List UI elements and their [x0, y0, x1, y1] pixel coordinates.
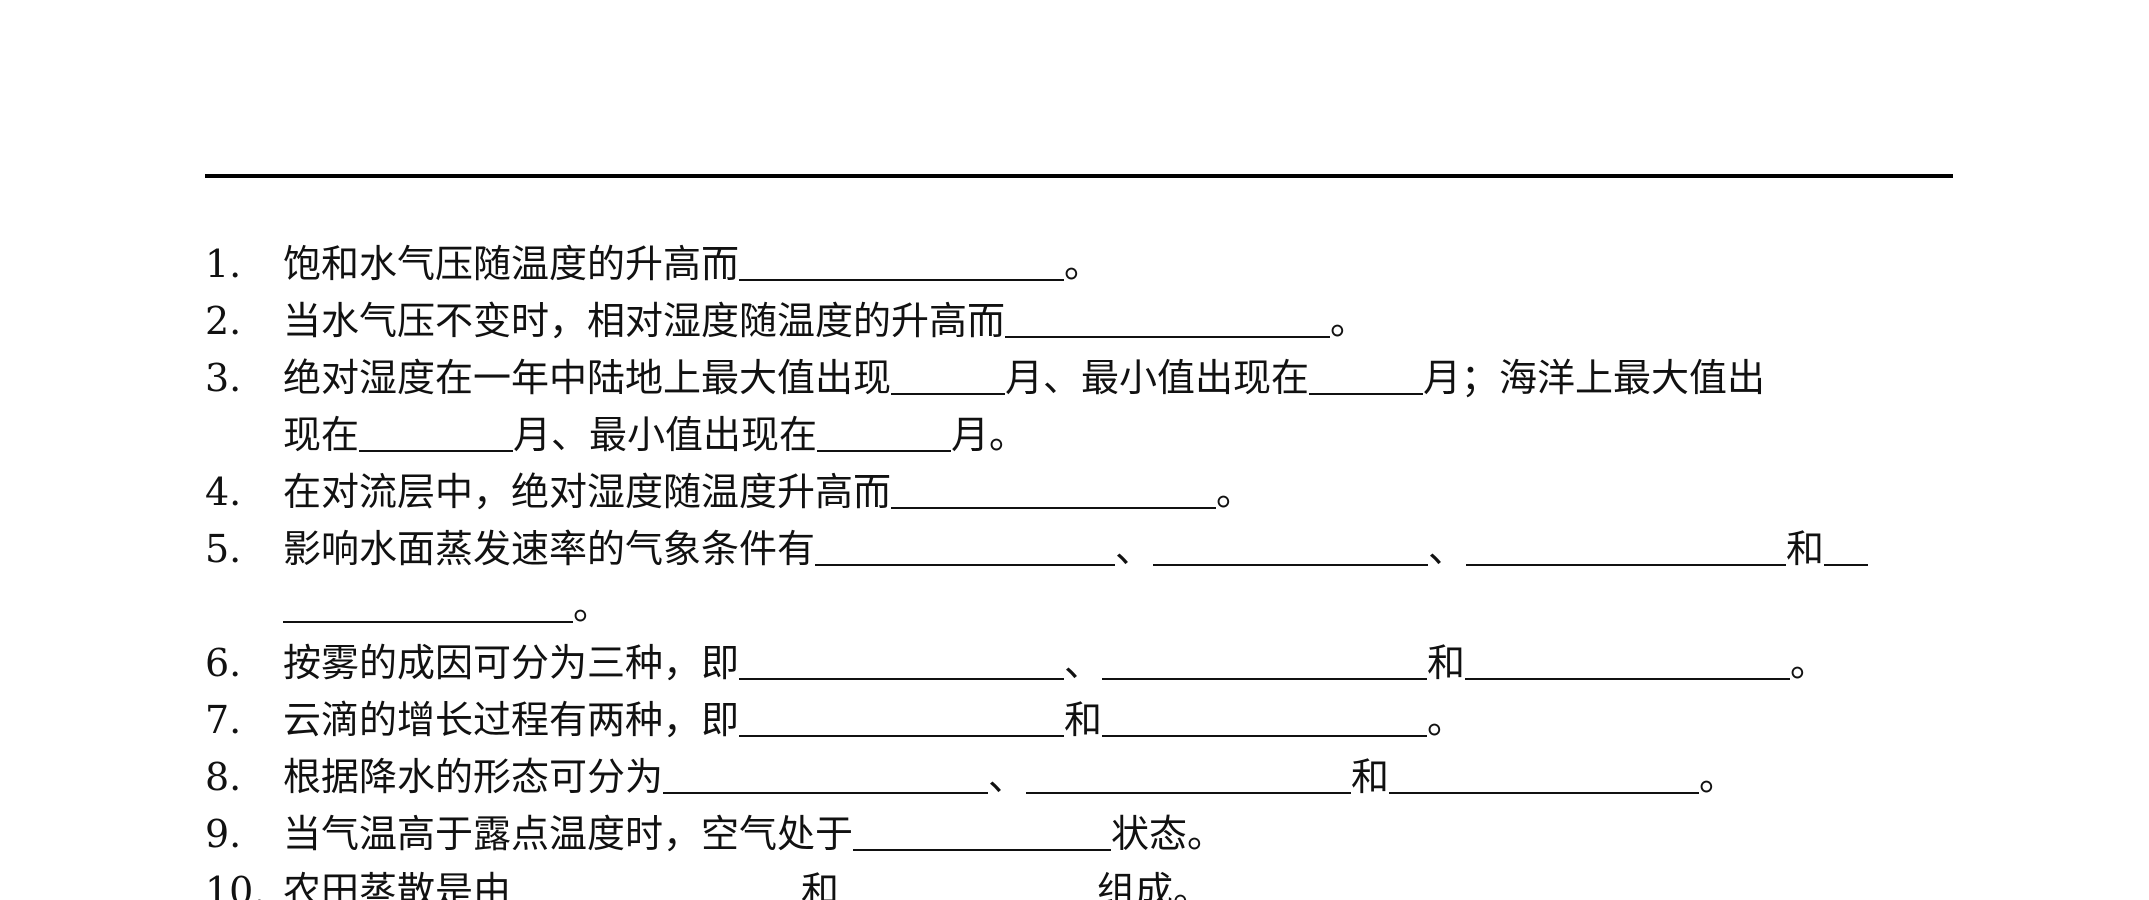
answer-blank[interactable] [739, 695, 1065, 737]
answer-blank[interactable] [853, 809, 1112, 851]
question-item: 3. 绝对湿度在一年中陆地上最大值出现月、最小值出现在月；海洋上最大值出 现在月… [205, 350, 1955, 464]
answer-blank[interactable] [1102, 695, 1428, 737]
question-text: 绝对湿度在一年中陆地上最大值出现月、最小值出现在月；海洋上最大值出 现在月、最小… [283, 350, 1955, 464]
answer-blank[interactable] [815, 524, 1116, 566]
question-text: 饱和水气压随温度的升高而。 [283, 236, 1955, 293]
answer-blank[interactable] [891, 467, 1217, 509]
question-number: 1. [205, 242, 242, 286]
question-number: 9. [205, 812, 242, 856]
answer-blank[interactable] [359, 410, 514, 452]
question-number: 6. [205, 641, 242, 685]
question-item: 7. 云滴的增长过程有两种，即和。 [205, 692, 1955, 749]
question-item: 9. 当气温高于露点温度时，空气处于状态。 [205, 806, 1955, 863]
question-text: 影响水面蒸发速率的气象条件有、、和 。 [283, 521, 1955, 635]
answer-blank[interactable] [891, 353, 1006, 395]
question-number: 10. [205, 869, 266, 900]
question-text: 云滴的增长过程有两种，即和。 [283, 692, 1955, 749]
question-text: 根据降水的形态可分为、和。 [283, 749, 1955, 806]
question-item: 5. 影响水面蒸发速率的气象条件有、、和 。 [205, 521, 1955, 635]
question-text: 当气温高于露点温度时，空气处于状态。 [283, 806, 1955, 863]
question-item: 8. 根据降水的形态可分为、和。 [205, 749, 1955, 806]
answer-blank[interactable] [1309, 353, 1424, 395]
answer-blank[interactable] [1465, 638, 1791, 680]
question-list: 1. 饱和水气压随温度的升高而。 2. 当水气压不变时，相对湿度随温度的升高而。… [205, 236, 1955, 900]
question-number: 4. [205, 470, 242, 514]
answer-blank[interactable] [739, 239, 1065, 281]
question-number: 7. [205, 698, 242, 742]
answer-blank[interactable] [739, 638, 1065, 680]
question-text: 农田蒸散是由和组成。 [283, 863, 1955, 900]
answer-blank[interactable] [1102, 638, 1428, 680]
answer-blank[interactable] [663, 752, 989, 794]
answer-blank[interactable] [839, 868, 1097, 900]
question-number: 2. [205, 299, 242, 343]
question-item: 1. 饱和水气压随温度的升高而。 [205, 236, 1955, 293]
question-item: 10. 农田蒸散是由和组成。 [205, 863, 1955, 900]
answer-blank[interactable] [1005, 296, 1331, 338]
answer-blank[interactable] [511, 868, 801, 900]
question-item: 4. 在对流层中，绝对湿度随温度升高而。 [205, 464, 1955, 521]
question-number: 3. [205, 356, 242, 400]
header-rule [205, 174, 1953, 178]
question-item: 6. 按雾的成因可分为三种，即、和。 [205, 635, 1955, 692]
answer-blank[interactable] [283, 581, 573, 623]
answer-blank[interactable] [1153, 524, 1429, 566]
question-number: 5. [205, 527, 242, 571]
question-item: 2. 当水气压不变时，相对湿度随温度的升高而。 [205, 293, 1955, 350]
question-text: 在对流层中，绝对湿度随温度升高而。 [283, 464, 1955, 521]
answer-blank[interactable] [1389, 752, 1700, 794]
answer-blank[interactable] [817, 410, 952, 452]
answer-blank[interactable] [1466, 524, 1787, 566]
question-number: 8. [205, 755, 242, 799]
answer-blank[interactable] [1026, 752, 1352, 794]
question-text: 当水气压不变时，相对湿度随温度的升高而。 [283, 293, 1955, 350]
answer-blank[interactable] [1824, 524, 1869, 566]
question-text: 按雾的成因可分为三种，即、和。 [283, 635, 1955, 692]
